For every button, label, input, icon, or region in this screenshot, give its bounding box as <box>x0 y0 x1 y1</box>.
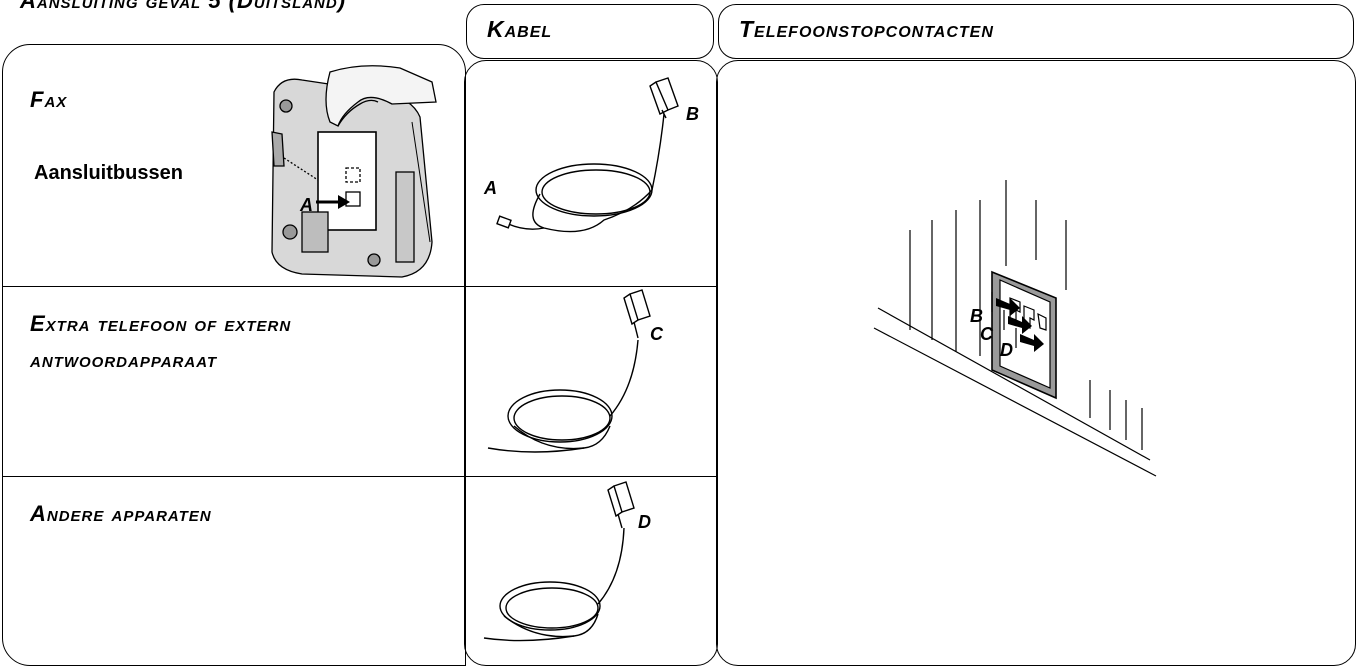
fax-title: Fax <box>30 87 68 112</box>
page-title: Aansluiting geval 5 (Duitsland) <box>20 0 347 13</box>
andere-apparaten-title: Andere apparaten <box>30 501 212 526</box>
socket-label-c: C <box>980 324 993 344</box>
fax-aansluitbussen-label: Aansluitbussen <box>34 162 183 184</box>
extra-telefoon-title-line2: antwoordapparaat <box>30 347 218 372</box>
row-divider-1 <box>2 286 716 287</box>
wall-socket-illustration <box>873 180 1157 477</box>
cable-1-end-a-label: A <box>484 178 497 198</box>
socket-label-d: D <box>1000 340 1013 360</box>
fax-device-illustration <box>271 65 437 278</box>
cable-3-end-d-label: D <box>638 512 651 532</box>
row-divider-2 <box>2 476 716 477</box>
socket-label-b: B <box>970 306 983 326</box>
fax-connector-a-label: A <box>300 195 313 215</box>
header-telefoonstopcontacten: Telefoonstopcontacten <box>718 4 1354 59</box>
header-kabel: Kabel <box>466 4 714 59</box>
cable-1-illustration <box>496 77 679 233</box>
extra-telefoon-title-line1: Extra telefoon of extern <box>30 311 292 336</box>
header-kabel-label: Kabel <box>487 16 553 42</box>
cable-1-end-b-label: B <box>686 104 699 124</box>
cable-3-illustration <box>483 481 635 642</box>
cable-2-illustration <box>487 289 651 453</box>
cable-2-end-c-label: C <box>650 324 663 344</box>
header-telefoonstopcontacten-label: Telefoonstopcontacten <box>739 16 994 42</box>
